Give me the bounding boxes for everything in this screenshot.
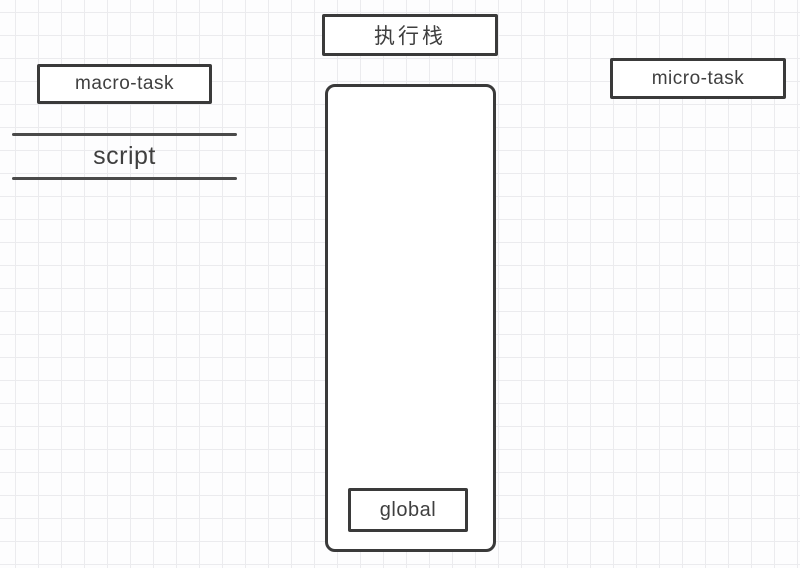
global-frame-box: global [348, 488, 468, 532]
script-divider-bottom [12, 177, 237, 180]
macro-task-box: macro-task [37, 64, 212, 104]
micro-task-label: micro-task [651, 67, 745, 89]
micro-task-box: micro-task [610, 58, 786, 99]
macro-task-queue-item: script [12, 131, 237, 181]
execution-stack-title-box: 执行栈 [322, 14, 498, 56]
macro-task-label: macro-task [75, 73, 174, 94]
script-label: script [93, 142, 156, 170]
global-frame-label: global [379, 498, 437, 521]
script-divider-top [12, 133, 237, 136]
call-stack-shape: global [325, 84, 496, 552]
execution-stack-label: 执行栈 [374, 25, 446, 48]
